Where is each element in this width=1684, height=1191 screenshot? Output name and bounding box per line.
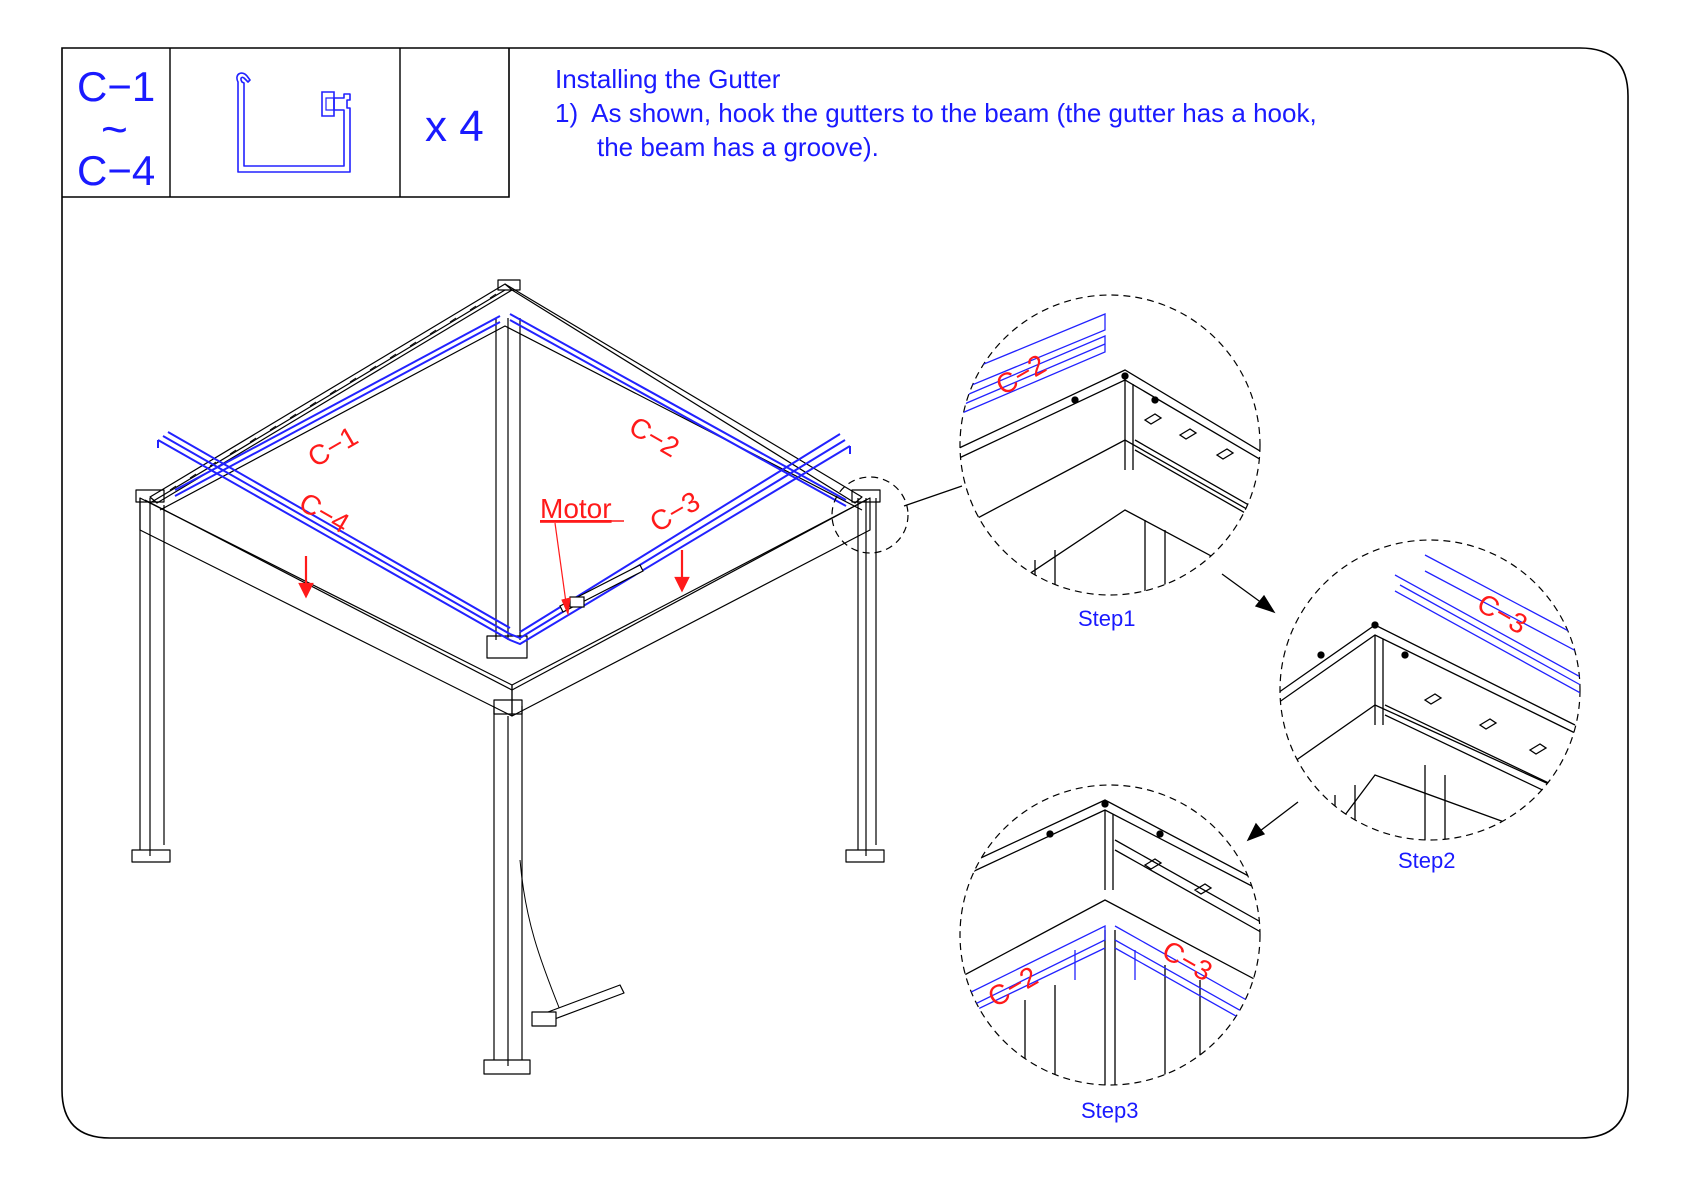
detail-step3: C−2 C−3 <box>955 780 1275 1100</box>
step2-part-label: C−3 <box>1472 587 1533 640</box>
step3-label: Step3 <box>1081 1098 1139 1124</box>
step3-part-left-label: C−2 <box>983 960 1044 1013</box>
detail-step2: C−3 <box>1275 535 1595 855</box>
step2-label: Step2 <box>1398 848 1456 874</box>
